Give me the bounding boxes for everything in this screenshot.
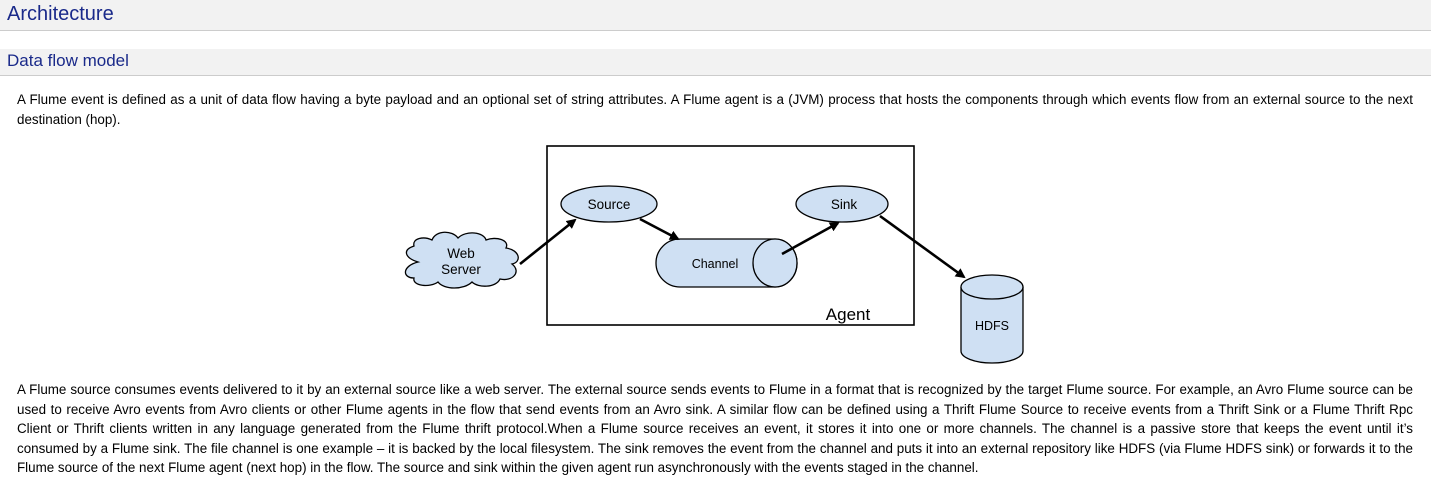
channel-label: Channel: [692, 257, 739, 271]
details-paragraph: A Flume source consumes events delivered…: [17, 382, 1413, 475]
sink-label: Sink: [831, 197, 858, 212]
web-server-label-line2: Server: [441, 262, 481, 277]
web-server-label-line1: Web: [447, 246, 475, 261]
sink-node: [795, 185, 889, 223]
agent-box: [546, 145, 915, 326]
arrow-web-to-source: [519, 218, 577, 266]
intro-paragraph: A Flume event is defined as a unit of da…: [17, 92, 1413, 127]
section-heading: Architecture: [0, 0, 1431, 31]
source-label: Source: [588, 197, 631, 212]
source-node: [560, 185, 658, 223]
web-server-cloud-icon: [404, 231, 519, 289]
arrow-channel-to-sink: [781, 221, 840, 256]
agent-label: Agent: [826, 305, 871, 324]
arrow-source-to-channel: [639, 217, 680, 241]
arrow-sink-to-hdfs: [879, 214, 966, 279]
hdfs-node: [960, 274, 1024, 364]
subsection-heading: Data flow model: [0, 49, 1431, 76]
hdfs-label: HDFS: [975, 319, 1009, 333]
